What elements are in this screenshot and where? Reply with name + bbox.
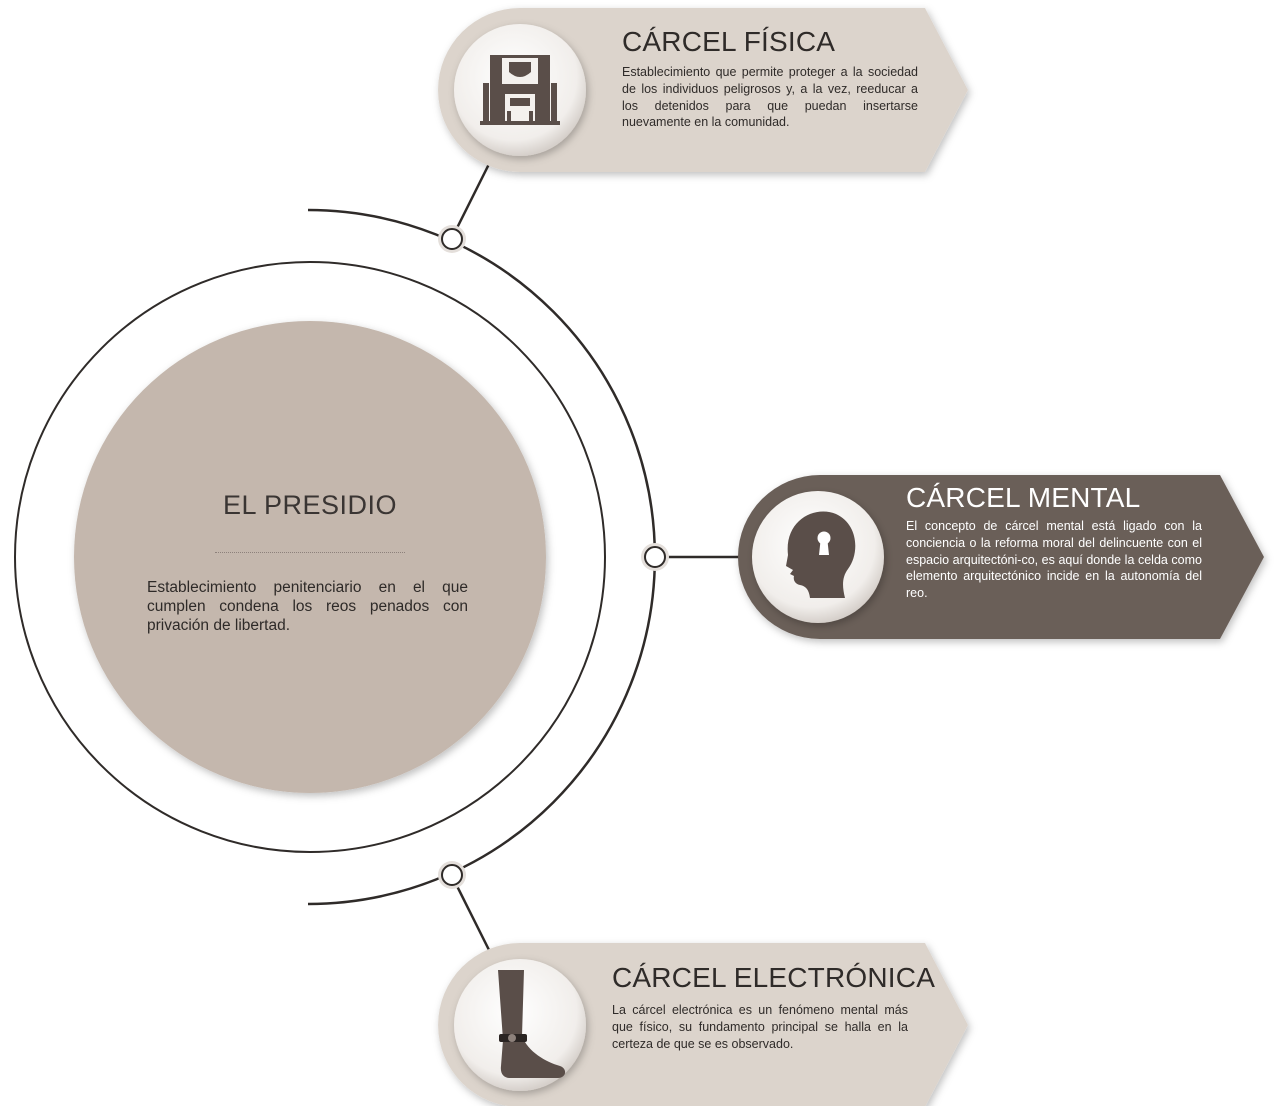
prison-building-icon [480,55,560,125]
head-keyhole-icon [786,511,856,598]
card-electronica-title: CÁRCEL ELECTRÓNICA [612,962,936,993]
ankle-monitor-icon [498,970,566,1078]
connector-fisica [450,161,492,239]
card-electronica-description: La cárcel electrónica es un fenómeno men… [612,1003,908,1051]
card-mental-title: CÁRCEL MENTAL [906,482,1141,513]
connector-electronica [450,875,492,953]
card-fisica-description: Establecimiento que permite proteger a l… [622,65,918,130]
center-circle [74,321,546,793]
center-title: EL PRESIDIO [222,490,398,520]
center-divider [215,552,405,553]
node-fisica [438,225,466,253]
node-electronica [438,861,466,889]
card-fisica-title: CÁRCEL FÍSICA [622,26,836,57]
center-description: Establecimiento penitenciario en el que … [147,579,468,634]
card-mental-description: El concepto de cárcel mental está ligado… [906,519,1202,601]
node-mental [641,543,669,571]
